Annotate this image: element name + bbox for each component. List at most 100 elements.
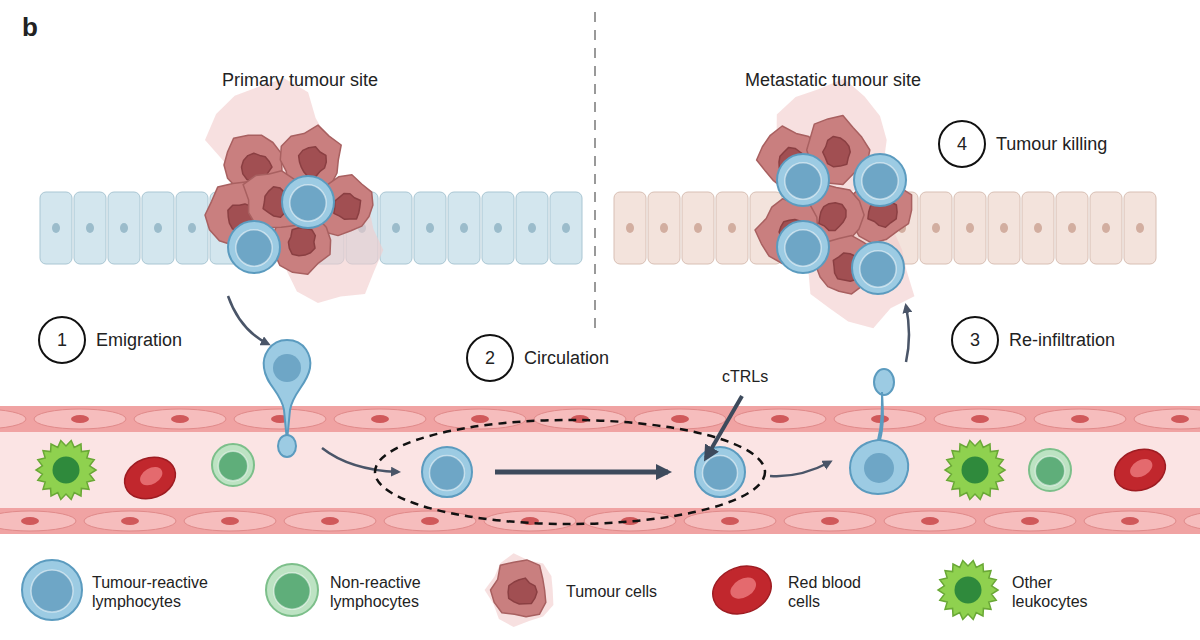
epithelial-cell — [448, 192, 480, 264]
step-label: Re-infiltration — [1009, 330, 1115, 351]
endothelial-cell — [434, 409, 526, 429]
lymphocyte — [212, 444, 254, 486]
lymphocyte — [695, 447, 745, 497]
flow-arrow — [770, 462, 830, 476]
cell-nucleus — [562, 223, 570, 233]
cell-nucleus — [871, 415, 889, 423]
cell-nucleus — [864, 453, 894, 483]
red-blood-cell — [1109, 442, 1172, 497]
cell-tail — [874, 369, 894, 395]
cell-nucleus — [966, 223, 974, 233]
legend-text: Red blood cells — [788, 573, 878, 611]
endothelial-cell — [784, 511, 876, 531]
cell-nucleus — [626, 223, 634, 233]
cell-nucleus — [321, 517, 339, 525]
endothelial-cell — [184, 511, 276, 531]
endothelial-cell — [0, 511, 76, 531]
cell-nucleus — [1136, 223, 1144, 233]
lymphocyte — [852, 242, 904, 294]
endothelial-cell — [734, 409, 826, 429]
endothelial-cell — [34, 409, 126, 429]
cell-nucleus — [236, 230, 272, 266]
epithelial-cell — [954, 192, 986, 264]
endothelial-cell — [1134, 409, 1200, 429]
cell-nucleus — [785, 163, 821, 199]
lymphocyte — [266, 564, 318, 616]
cell-nucleus — [821, 517, 839, 525]
tumour-cell — [299, 147, 327, 178]
endothelial-cell — [234, 409, 326, 429]
endothelial-cell — [84, 511, 176, 531]
cell-nucleus — [703, 456, 738, 491]
endothelial-cell — [634, 409, 726, 429]
endothelial-cell — [334, 409, 426, 429]
endothelial-cell — [284, 511, 376, 531]
epithelial-cell — [142, 192, 174, 264]
endothelial-cell — [0, 409, 26, 429]
cell-nucleus — [218, 451, 247, 480]
callout-number: 3 — [953, 318, 997, 362]
cell-nucleus — [371, 415, 389, 423]
cell-center — [1127, 455, 1156, 481]
cell-nucleus — [52, 223, 60, 233]
epithelial-cell — [550, 192, 582, 264]
tumour-cell — [819, 203, 846, 231]
tumour-cell — [288, 228, 315, 256]
leader-line — [706, 396, 742, 458]
epithelial-cell — [516, 192, 548, 264]
cell-nucleus — [53, 457, 80, 484]
lymphocyte — [777, 221, 829, 273]
cell-nucleus — [392, 223, 400, 233]
epithelial-cell — [1056, 192, 1088, 264]
cell-nucleus — [728, 223, 736, 233]
epithelial-cell — [414, 192, 446, 264]
lymphocyte — [854, 154, 906, 206]
epithelial-cell — [1124, 192, 1156, 264]
cells — [36, 154, 1171, 506]
emigrating-lymphocyte — [264, 340, 311, 440]
cell-nucleus — [426, 223, 434, 233]
cell-nucleus — [1021, 517, 1039, 525]
lymphocyte — [228, 221, 280, 273]
endothelium — [0, 409, 1200, 531]
epithelial-cell — [1022, 192, 1054, 264]
lymphocyte — [777, 154, 829, 206]
tumour — [205, 78, 914, 328]
cell-center — [727, 573, 760, 603]
tumour-cell — [508, 578, 537, 604]
endothelial-cell — [584, 511, 676, 531]
epithelial-cell — [920, 192, 952, 264]
cell-nucleus — [120, 223, 128, 233]
cell-nucleus — [430, 456, 465, 491]
endothelial-cell — [1084, 511, 1176, 531]
legend-text: Non-reactive lymphocytes — [330, 573, 445, 611]
cell-nucleus — [1102, 223, 1110, 233]
cell-nucleus — [671, 415, 689, 423]
tumour-cell — [823, 136, 851, 166]
leukocyte — [36, 441, 96, 500]
endothelial-cell — [134, 409, 226, 429]
cell-nucleus — [154, 223, 162, 233]
cell-nucleus — [785, 230, 821, 266]
callout-number: 4 — [940, 122, 984, 166]
callout-number: 1 — [40, 318, 84, 362]
cell-center — [137, 463, 166, 489]
cell-nucleus — [290, 185, 326, 221]
endothelial-cell — [384, 511, 476, 531]
cell-nucleus — [771, 415, 789, 423]
cell-nucleus — [31, 570, 73, 612]
cell-nucleus — [1035, 456, 1064, 485]
cell-nucleus — [694, 223, 702, 233]
epithelial-cell — [108, 192, 140, 264]
epithelial-cell — [988, 192, 1020, 264]
cell-nucleus — [971, 415, 989, 423]
endothelial-cell — [934, 409, 1026, 429]
divider — [594, 12, 596, 330]
endothelial-cell — [534, 409, 626, 429]
step-circle: 2Circulation — [466, 334, 514, 382]
tumour-cell — [334, 194, 361, 220]
leukocyte — [938, 561, 998, 620]
cell-nucleus — [274, 573, 310, 609]
panel-letter: b — [22, 12, 38, 43]
